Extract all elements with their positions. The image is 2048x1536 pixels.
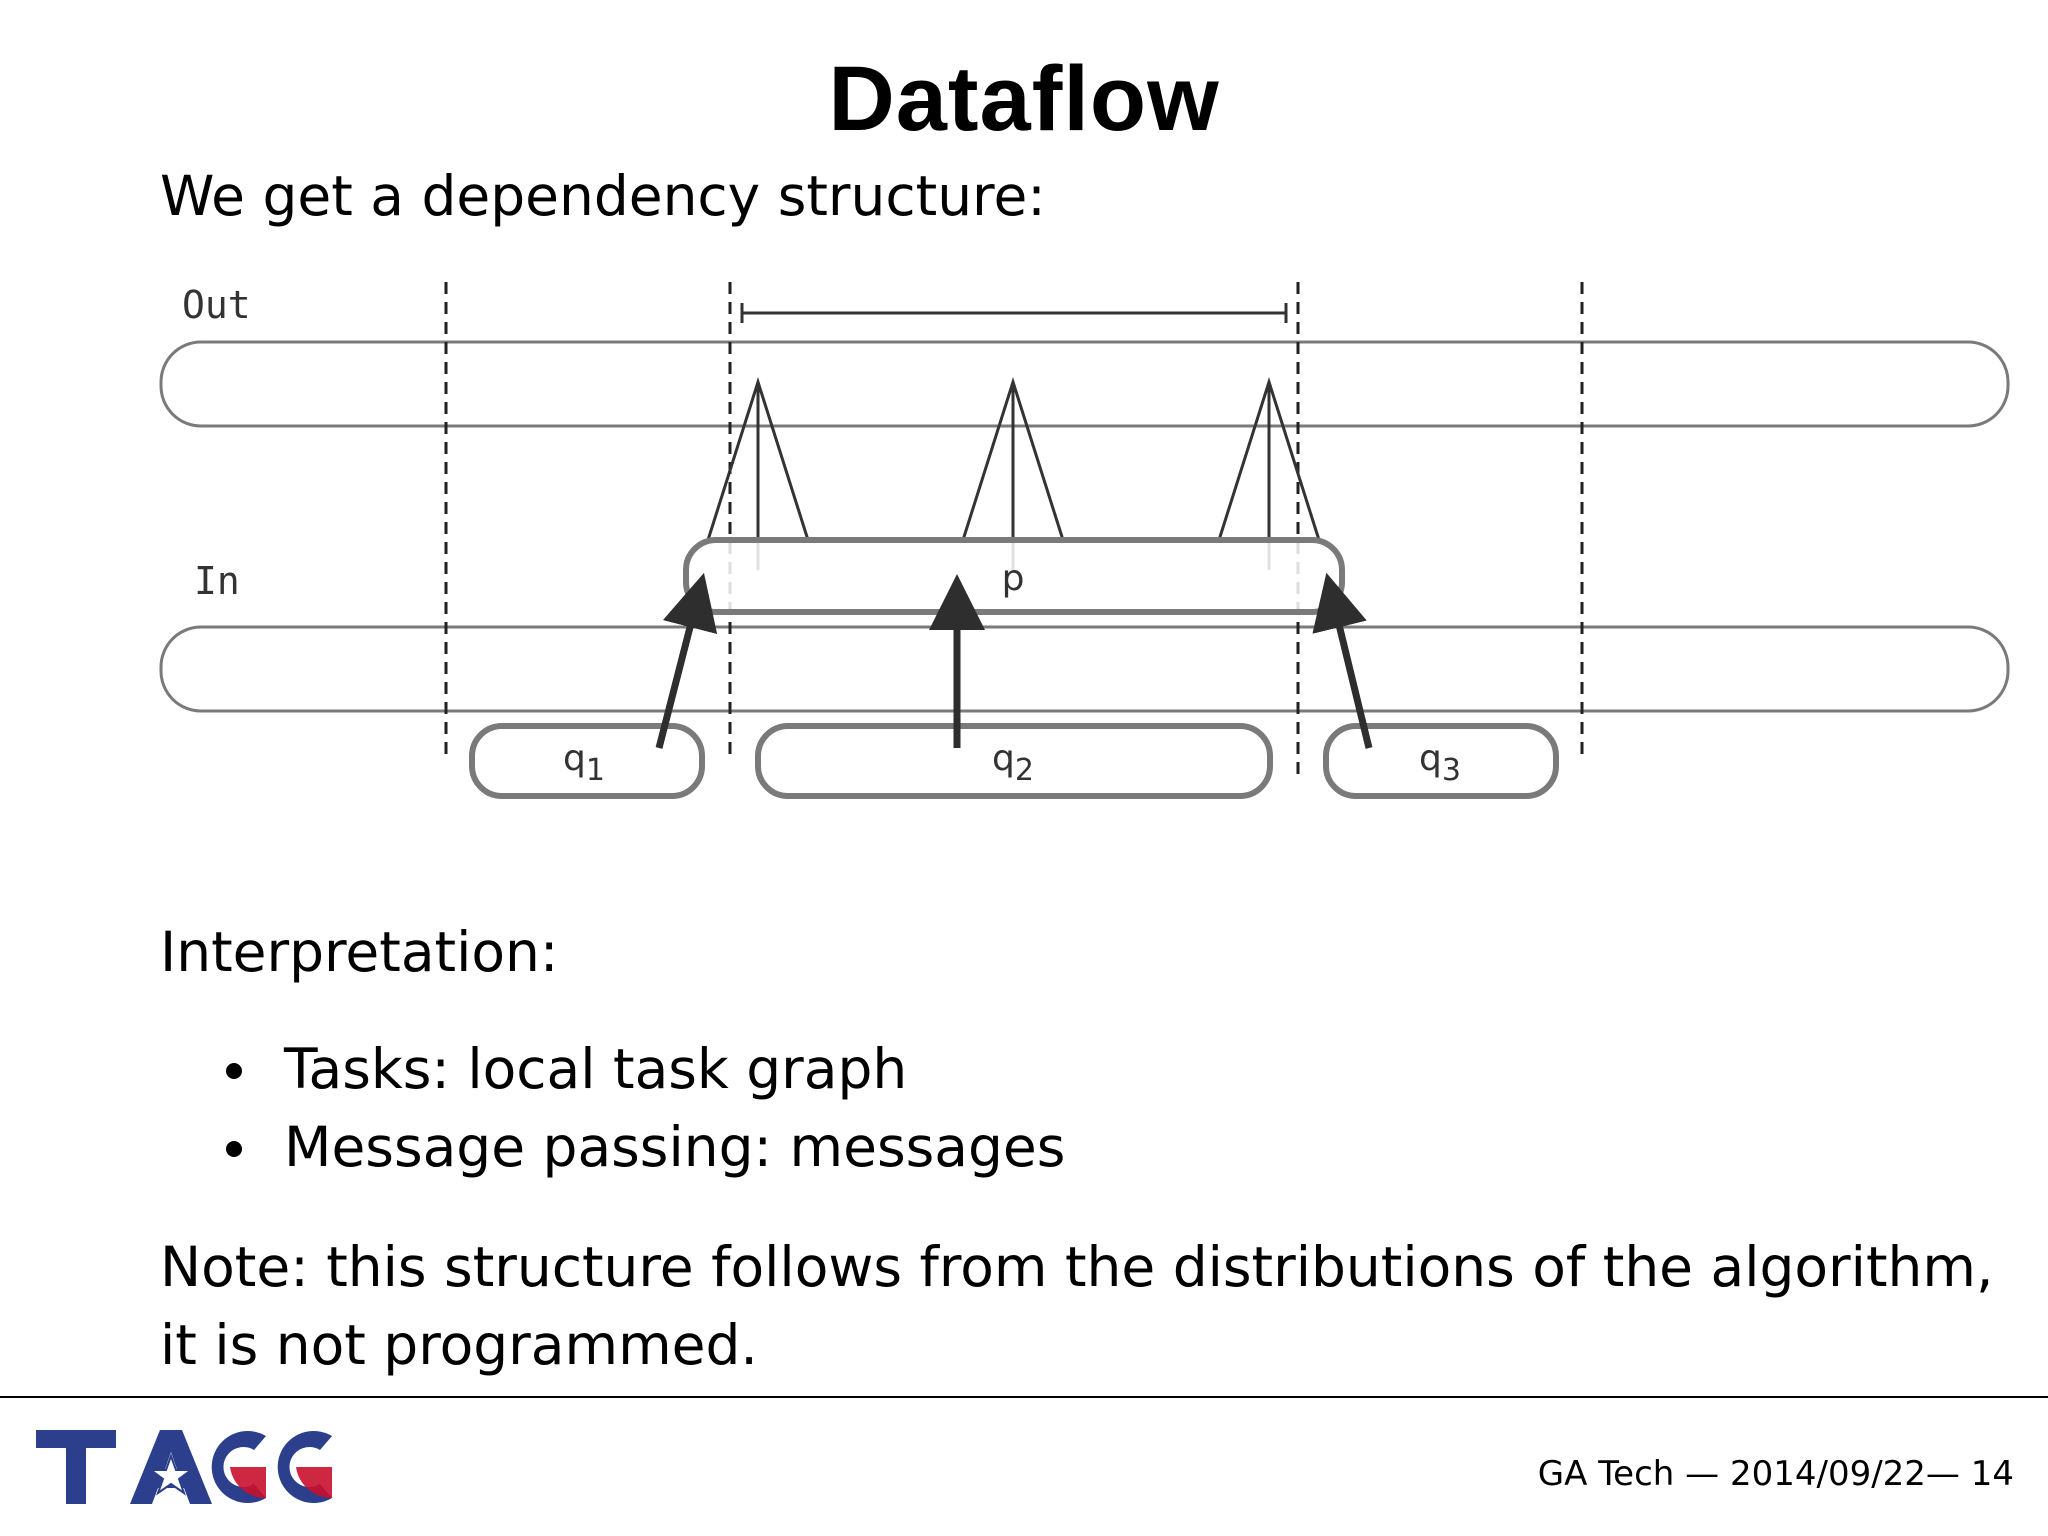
footer-text: GA Tech — 2014/09/22— 14 xyxy=(1537,1454,2014,1494)
out-band xyxy=(159,340,2010,428)
span-indicator xyxy=(740,303,1288,323)
interpretation-list: Tasks: local task graph Message passing:… xyxy=(218,1030,1065,1186)
bullet-text: Tasks: local task graph xyxy=(284,1037,908,1101)
arrow-q3-to-p xyxy=(1312,572,1373,749)
list-item: Tasks: local task graph xyxy=(218,1030,1065,1108)
q2-label: q2 xyxy=(992,738,1034,788)
arrow-q1-to-p xyxy=(655,572,718,749)
list-item: Message passing: messages xyxy=(218,1108,1065,1186)
bullet-icon xyxy=(226,1063,242,1079)
partition-lines xyxy=(444,282,1584,776)
slide-title: Dataflow xyxy=(828,48,1220,150)
q2-box xyxy=(755,723,1273,799)
bullet-text: Message passing: messages xyxy=(284,1115,1066,1179)
dependency-arrows xyxy=(655,572,1373,749)
tacc-logo xyxy=(36,1430,332,1504)
in-band xyxy=(159,625,2010,713)
q3-box xyxy=(1323,723,1559,799)
note-text: Note: this structure follows from the di… xyxy=(160,1235,1994,1377)
out-label: Out xyxy=(182,283,251,327)
interpretation-heading: Interpretation: xyxy=(160,920,559,984)
q1-label: q1 xyxy=(563,738,605,788)
intro-text: We get a dependency structure: xyxy=(160,164,1046,228)
bullet-icon xyxy=(226,1141,242,1157)
q3-label: q3 xyxy=(1419,738,1461,788)
footer-divider xyxy=(0,1396,2048,1398)
in-label: In xyxy=(194,559,240,603)
q1-box xyxy=(469,723,705,799)
p-label: p xyxy=(1002,558,1025,599)
dependency-diagram: Out In p q1 q2 q3 xyxy=(159,282,2010,799)
